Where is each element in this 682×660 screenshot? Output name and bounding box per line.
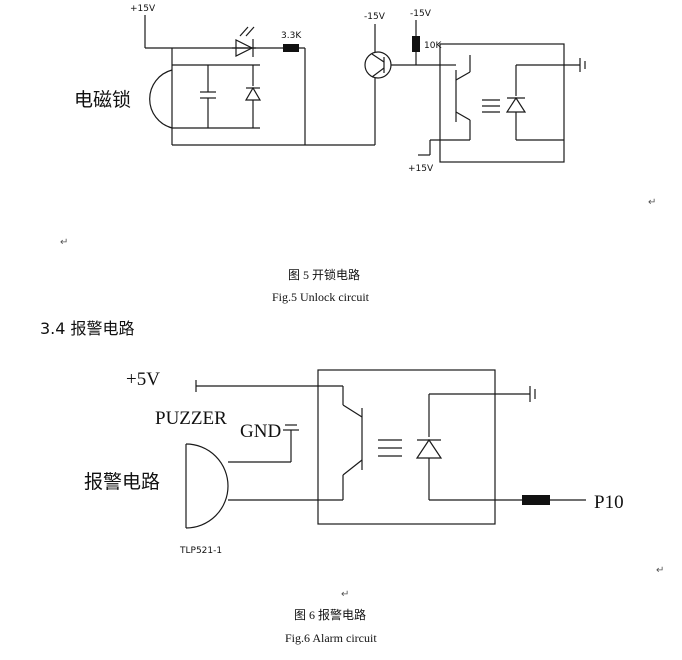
transistor-emitter [371, 67, 385, 78]
optocoupler-box-2 [317, 369, 496, 525]
figure-5-caption-en: Fig.5 Unlock circuit [272, 290, 370, 304]
paragraph-mark: ↵ [60, 237, 68, 248]
opto2-led [415, 438, 443, 459]
label-alarm-circuit: 报警电路 [84, 471, 160, 493]
resistor-p10 [522, 495, 550, 505]
opto-led [505, 96, 527, 113]
figure-6-caption-cn: 图 6 报警电路 [294, 607, 366, 622]
figure-5-caption-cn: 图 5 开锁电路 [288, 267, 360, 282]
label-plus5v: +5V [126, 369, 160, 390]
label-minus15v-opto: -15V [410, 9, 432, 19]
figure-6-caption-en: Fig.6 Alarm circuit [285, 631, 377, 645]
flyback-diode [244, 86, 262, 101]
label-chip: TLP521-1 [179, 546, 222, 556]
section-heading: 3.4 报警电路 [40, 319, 135, 338]
label-gnd: GND [240, 421, 281, 442]
paragraph-mark: ↵ [341, 589, 349, 600]
label-plus15v-bottom: +15V [408, 164, 434, 174]
phototransistor-emitter [455, 111, 471, 121]
label-lock: 电磁锁 [74, 89, 131, 111]
buzzer-symbol [185, 443, 229, 529]
led-ray-2 [245, 26, 255, 37]
phototransistor-collector [455, 71, 471, 81]
transistor-collector [371, 53, 385, 63]
transistor [364, 51, 392, 79]
resistor-3k3 [283, 44, 299, 52]
figure-5-unlock-circuit: +15V 电磁锁 3.3K -15V [60, 4, 656, 304]
indicator-led [235, 39, 254, 57]
lock-symbol [149, 69, 173, 129]
label-p10: P10 [594, 492, 624, 513]
led-ray-1 [239, 26, 249, 37]
label-resistor-10k: 10K [424, 41, 442, 51]
label-plus15v-top: +15V [130, 4, 156, 14]
label-minus15v-transistor: -15V [364, 12, 386, 22]
opto2-collector [342, 404, 363, 418]
opto2-emitter [342, 459, 363, 476]
optocoupler-box [439, 43, 565, 163]
label-buzzer: PUZZER [155, 408, 227, 429]
figure-6-alarm-circuit: +5V PUZZER GND 报警电路 TLP521-1 P1 [84, 369, 664, 645]
label-resistor-3k3: 3.3K [281, 31, 302, 41]
paragraph-mark: ↵ [648, 197, 656, 208]
resistor-10k [412, 36, 420, 52]
paragraph-mark: ↵ [656, 565, 664, 576]
